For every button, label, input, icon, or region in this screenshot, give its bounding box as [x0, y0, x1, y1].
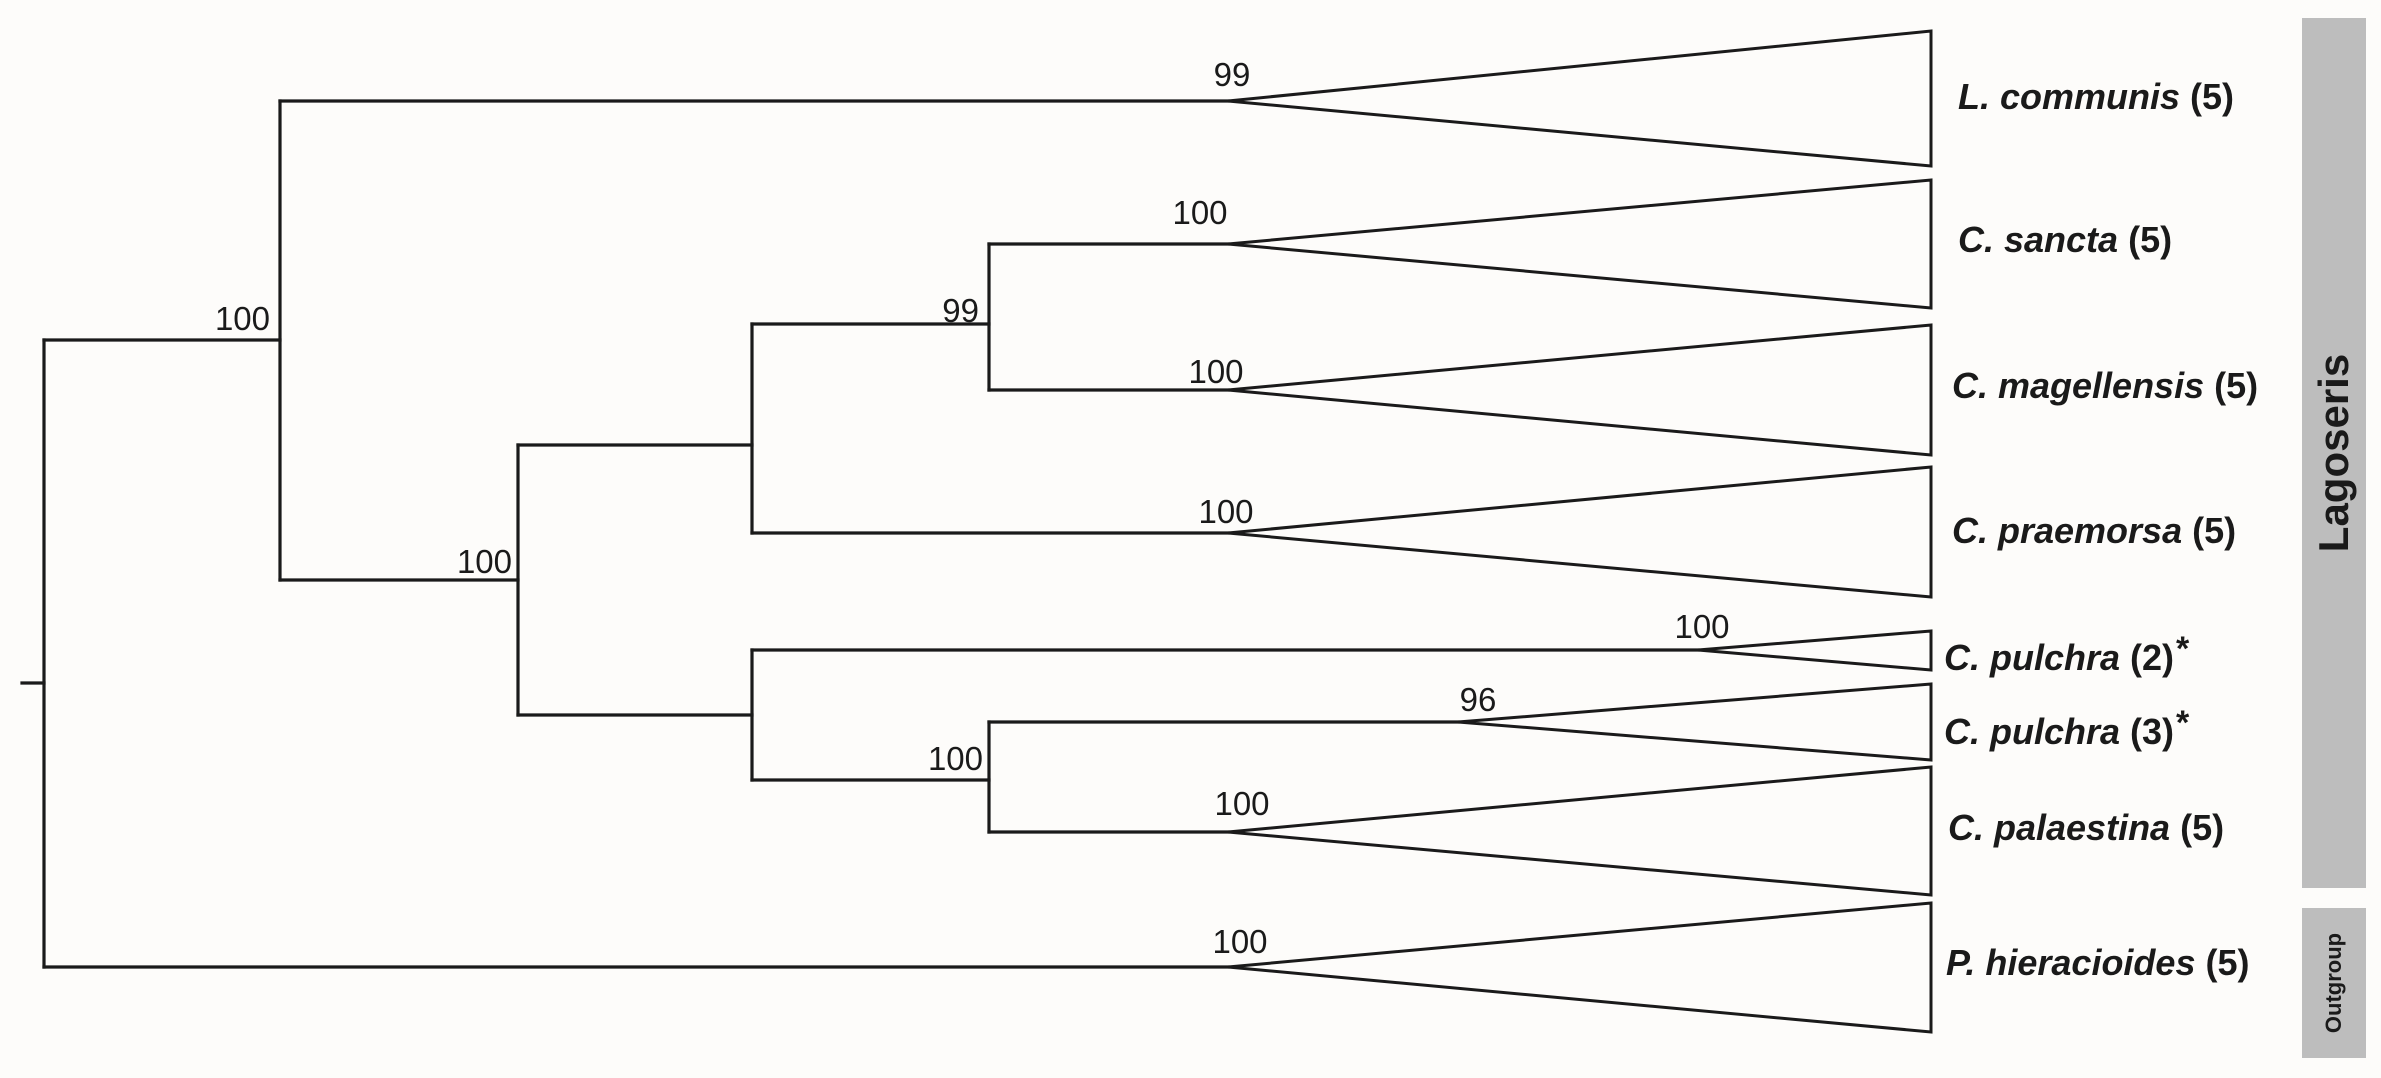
group-bar-outgroup: Outgroup — [2302, 908, 2366, 1058]
support-l-communis: 99 — [1214, 56, 1251, 93]
taxon-sample-count: (2) — [2130, 637, 2175, 678]
taxon-sample-count: (5) — [2128, 219, 2173, 260]
support-c-sancta: 100 — [1172, 194, 1227, 231]
support-c-magellensis: 100 — [1188, 353, 1243, 390]
taxon-sample-count: (5) — [2180, 807, 2225, 848]
taxon-name: L. communis — [1958, 76, 2181, 117]
taxon-label-l-communis: L. communis (5) — [1958, 79, 2234, 115]
clade-triangle-c-palaestina — [1227, 765, 1933, 897]
taxon-sample-count: (5) — [2214, 365, 2259, 406]
taxon-sample-count: (3) — [2130, 711, 2175, 752]
support-sancta-magellensis: 99 — [942, 292, 979, 329]
asterisk-mark: * — [2176, 704, 2190, 742]
support-p-hieracioides: 100 — [1212, 923, 1267, 960]
taxon-label-c-pulchra-2: C. pulchra (2)* — [1944, 632, 2189, 676]
taxon-name: P. hieracioides — [1946, 942, 2196, 983]
asterisk-mark: * — [2176, 630, 2190, 668]
clade-triangle-c-pulchra-3 — [1457, 682, 1933, 762]
taxon-sample-count: (5) — [2205, 942, 2250, 983]
group-label-lagoseris: Lagoseris — [2310, 353, 2358, 553]
clade-triangle-p-hieracioides — [1227, 901, 1933, 1034]
support-pulchra3-palaestina: 100 — [928, 740, 983, 777]
taxon-name: C. pulchra — [1944, 637, 2121, 678]
group-label-outgroup: Outgroup — [2321, 932, 2347, 1034]
support-core: 100 — [457, 543, 512, 580]
taxon-name: C. palaestina — [1948, 807, 2171, 848]
clade-triangle-c-sancta — [1227, 178, 1933, 310]
taxon-name: C. pulchra — [1944, 711, 2121, 752]
taxon-label-c-pulchra-3: C. pulchra (3)* — [1944, 706, 2189, 750]
group-bar-lagoseris: Lagoseris — [2302, 18, 2366, 888]
taxon-name: C. praemorsa — [1952, 510, 2183, 551]
clade-triangle-c-praemorsa — [1227, 465, 1933, 599]
taxon-label-p-hieracioides: P. hieracioides (5) — [1946, 945, 2249, 981]
taxon-label-c-palaestina: C. palaestina (5) — [1948, 810, 2224, 846]
taxon-label-c-magellensis: C. magellensis (5) — [1952, 368, 2258, 404]
taxon-sample-count: (5) — [2190, 76, 2235, 117]
taxon-label-c-sancta: C. sancta (5) — [1958, 222, 2172, 258]
taxon-label-c-praemorsa: C. praemorsa (5) — [1952, 513, 2236, 549]
support-c-pulchra-3: 96 — [1460, 681, 1497, 718]
support-c-palaestina: 100 — [1214, 785, 1269, 822]
taxon-name: C. sancta — [1958, 219, 2119, 260]
clade-triangle-c-magellensis — [1227, 323, 1933, 457]
taxon-sample-count: (5) — [2192, 510, 2237, 551]
taxon-name: C. magellensis — [1952, 365, 2205, 406]
clade-triangle-l-communis — [1227, 29, 1933, 168]
support-c-praemorsa: 100 — [1198, 493, 1253, 530]
clade-triangle-c-pulchra-2 — [1697, 629, 1933, 672]
support-c-pulchra-2: 100 — [1674, 608, 1729, 645]
support-lagoseris-root: 100 — [215, 300, 270, 337]
